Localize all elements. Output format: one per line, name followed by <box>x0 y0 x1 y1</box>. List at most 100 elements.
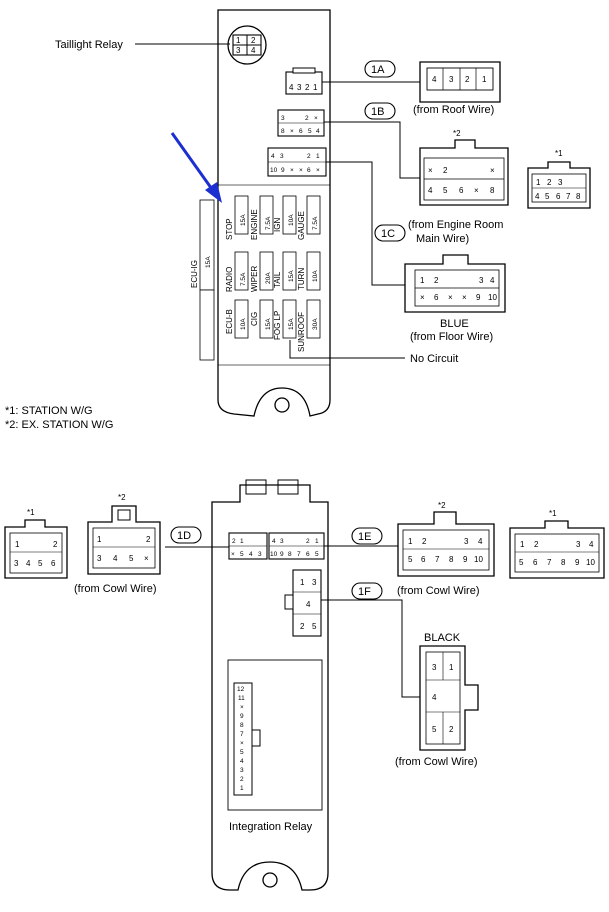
pointer-arrow <box>170 132 222 203</box>
taillight-relay-label: Taillight Relay <box>55 39 123 51</box>
wire-1C <box>326 161 405 286</box>
svg-text:2: 2 <box>534 540 539 549</box>
svg-text:2: 2 <box>465 75 470 84</box>
connector-1D: 1D *1 1 2 3 4 5 6 *2 1 2 3 4 5 × (from C… <box>4 493 202 595</box>
integration-relay: 12 11 × 9 8 7 × 5 4 3 2 1 <box>233 682 261 796</box>
fuse-name: TURN <box>297 268 306 290</box>
connector-color: BLUE <box>440 318 469 330</box>
svg-text:4: 4 <box>272 538 276 545</box>
svg-text:×: × <box>428 166 433 175</box>
svg-text:4: 4 <box>240 758 244 765</box>
svg-text:6: 6 <box>51 559 56 568</box>
fuse-amp: 15A <box>288 270 295 282</box>
svg-text:8: 8 <box>490 186 495 195</box>
svg-text:2: 2 <box>232 538 236 545</box>
svg-text:1: 1 <box>520 540 525 549</box>
svg-text:1: 1 <box>313 83 318 92</box>
no-circuit-leader <box>289 340 405 359</box>
svg-text:1: 1 <box>97 535 102 544</box>
svg-text:8: 8 <box>576 192 581 201</box>
relay-pin: 2 <box>251 36 256 45</box>
wire-1B <box>324 121 420 179</box>
connector-1B-alt: *1 1 2 3 4 5 6 7 8 <box>527 149 591 209</box>
connector-source: (from Cowl Wire) <box>395 756 478 768</box>
svg-text:11: 11 <box>238 695 245 702</box>
svg-text:1: 1 <box>15 540 20 549</box>
svg-text:8: 8 <box>449 555 454 564</box>
svg-text:2: 2 <box>306 538 310 545</box>
svg-text:2: 2 <box>146 535 151 544</box>
svg-text:1: 1 <box>449 663 454 672</box>
fuse-name: TAIL <box>273 271 282 288</box>
svg-text:1: 1 <box>316 153 320 160</box>
variant-marker: *2 <box>118 493 126 502</box>
jb-socket-1C: 4 3 2 1 10 9 × × 6 × <box>267 147 327 177</box>
svg-text:5: 5 <box>240 749 244 756</box>
fuse-name: ECU-B <box>225 309 234 334</box>
svg-text:1: 1 <box>315 538 319 545</box>
svg-text:10: 10 <box>586 558 595 567</box>
svg-text:10: 10 <box>270 167 278 174</box>
svg-text:7: 7 <box>547 558 552 567</box>
svg-text:10: 10 <box>270 551 278 558</box>
svg-text:×: × <box>231 551 235 558</box>
junction-block-top <box>217 9 331 417</box>
fuse-name: STOP <box>225 218 234 240</box>
svg-text:3: 3 <box>240 767 244 774</box>
svg-text:9: 9 <box>240 713 244 720</box>
svg-text:5: 5 <box>38 559 43 568</box>
connector-tag: 1F <box>358 586 371 598</box>
connector-1E: 1E *2 1 2 3 4 5 6 7 8 9 10 (from Cowl Wi… <box>351 501 605 597</box>
svg-text:5: 5 <box>545 192 550 201</box>
connector-source: (from Roof Wire) <box>413 104 494 116</box>
connector-1B: 1B *2 × 2 × 4 5 6 × 8 (from Engine Room … <box>364 102 509 245</box>
svg-text:×: × <box>290 167 294 174</box>
svg-text:4: 4 <box>428 186 433 195</box>
svg-text:4: 4 <box>432 693 437 702</box>
svg-text:6: 6 <box>299 128 303 135</box>
svg-text:8: 8 <box>281 128 285 135</box>
svg-text:5: 5 <box>240 551 244 558</box>
svg-text:3: 3 <box>280 153 284 160</box>
connector-1A: 1A 4 3 2 1 (from Roof Wire) <box>364 60 501 116</box>
svg-text:2: 2 <box>547 178 552 187</box>
fuse-amp: 15A <box>240 214 247 226</box>
fuse-name: GAUGE <box>297 211 306 240</box>
svg-text:4: 4 <box>271 153 275 160</box>
fuse-amp: 7.5A <box>312 216 319 230</box>
fuse-amp: 10A <box>312 270 319 282</box>
connector-tag: 1A <box>371 64 385 76</box>
svg-text:×: × <box>240 704 244 711</box>
fuse-name: RADIO <box>225 267 234 292</box>
svg-text:×: × <box>420 293 425 302</box>
svg-text:7: 7 <box>435 555 440 564</box>
connector-source: (from Floor Wire) <box>410 331 493 343</box>
svg-text:×: × <box>474 186 479 195</box>
svg-text:×: × <box>316 167 320 174</box>
fuse-amp: 15A <box>265 318 272 330</box>
svg-text:×: × <box>144 554 149 563</box>
svg-text:1: 1 <box>300 578 305 587</box>
svg-text:3: 3 <box>297 83 302 92</box>
svg-text:12: 12 <box>237 686 245 693</box>
svg-text:1: 1 <box>240 785 244 792</box>
svg-text:4: 4 <box>289 83 294 92</box>
fuse-amp: 10A <box>288 214 295 226</box>
svg-text:3: 3 <box>14 559 19 568</box>
svg-text:×: × <box>290 128 294 135</box>
svg-text:7: 7 <box>566 192 571 201</box>
svg-text:8: 8 <box>240 722 244 729</box>
variant-marker: *1 <box>549 509 557 518</box>
svg-text:1: 1 <box>536 178 541 187</box>
svg-text:4: 4 <box>589 540 594 549</box>
svg-text:2: 2 <box>307 153 311 160</box>
svg-text:5: 5 <box>129 554 134 563</box>
svg-text:3: 3 <box>258 551 262 558</box>
svg-text:2: 2 <box>53 540 58 549</box>
footnote: *1: STATION W/G <box>5 405 93 417</box>
footnote: *2: EX. STATION W/G <box>5 419 113 431</box>
svg-text:9: 9 <box>476 293 481 302</box>
svg-text:3: 3 <box>479 276 484 285</box>
svg-text:1: 1 <box>408 537 413 546</box>
